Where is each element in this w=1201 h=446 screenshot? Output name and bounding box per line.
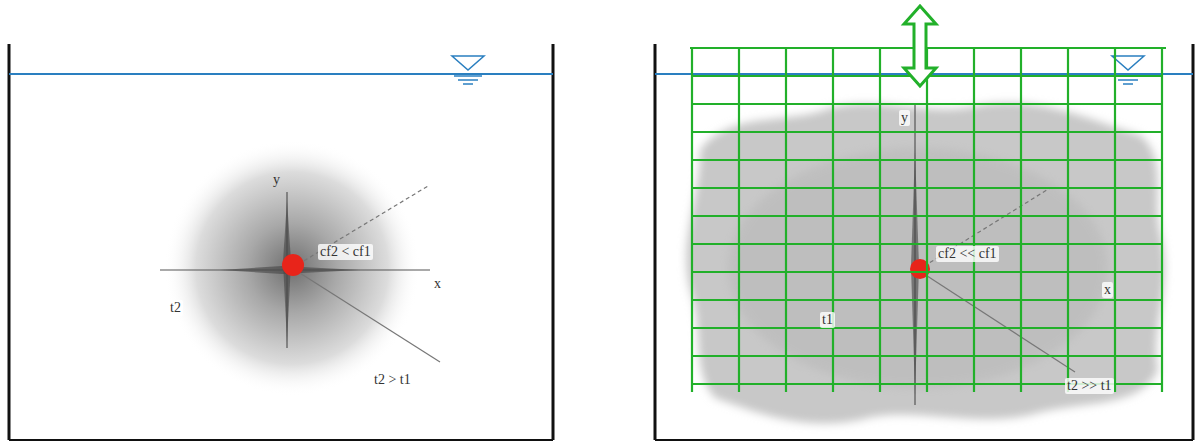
right-plume xyxy=(686,103,1164,424)
time-label: t2 >> t1 xyxy=(1065,378,1114,394)
concentration-label: cf2 < cf1 xyxy=(318,244,373,260)
right-tank xyxy=(655,44,1193,440)
time-label: t1 xyxy=(820,312,835,328)
axis-label: x xyxy=(1102,282,1113,298)
left-tank xyxy=(9,44,553,440)
axis-label: y xyxy=(271,172,282,188)
measurement-grid xyxy=(690,48,1166,392)
left-plume xyxy=(160,140,440,396)
double-arrow xyxy=(904,6,936,86)
axis-label: x xyxy=(432,276,443,292)
time-label: t2 > t1 xyxy=(372,372,413,388)
time-label: t2 xyxy=(168,300,183,316)
axis-label: y xyxy=(899,110,910,126)
concentration-label: cf2 << cf1 xyxy=(936,246,999,262)
